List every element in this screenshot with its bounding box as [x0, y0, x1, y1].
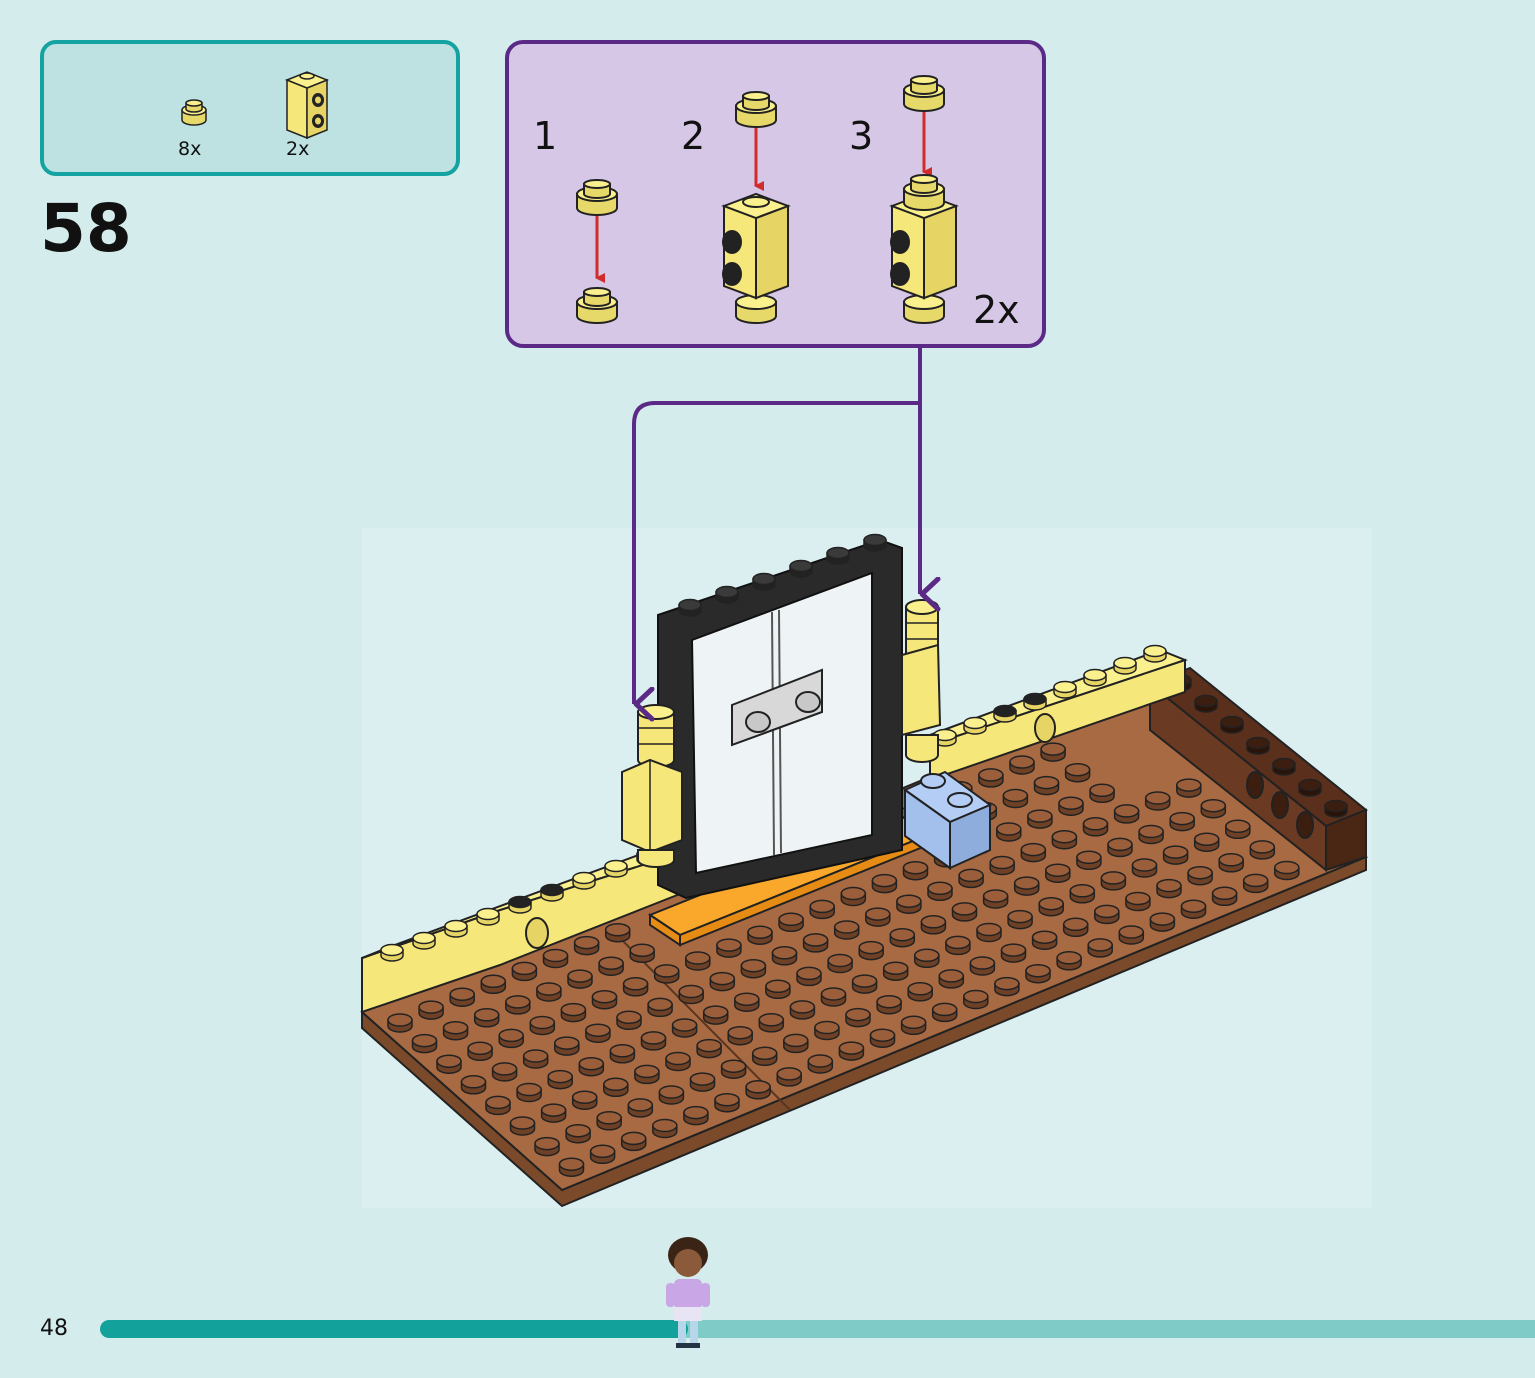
sub-step-1-drawing [576, 179, 618, 324]
sub-step-3-number: 3 [849, 114, 874, 158]
parts-list-box: 8x 2x [40, 40, 460, 176]
page-number: 48 [40, 1316, 68, 1341]
callout-connector-arrows [632, 348, 920, 704]
dark-wall-studs [1168, 673, 1348, 818]
yellow-column-right [901, 599, 942, 763]
door-frame-studs [678, 533, 887, 617]
sub-step-3-drawing [889, 75, 959, 324]
sub-step-2-drawing [721, 91, 791, 324]
progress-bar [100, 1320, 1535, 1338]
side-stud-brick-part-icon [284, 71, 330, 140]
part-quantity-side-stud-brick: 2x [286, 138, 310, 160]
sub-assembly-multiplier: 2x [973, 288, 1020, 332]
yellow-column-left [621, 704, 683, 868]
part-quantity-round-plate: 8x [178, 138, 202, 160]
yellow-wall-left [361, 834, 691, 1014]
step-number: 58 [40, 190, 132, 267]
sub-assembly-illustration [576, 75, 959, 324]
light-blue-brick [902, 770, 993, 870]
door-frame [657, 533, 903, 900]
sub-assembly-box: 1 2 3 2x [505, 40, 1046, 348]
dark-brown-wall [1148, 666, 1368, 873]
round-plate-part-icon [181, 99, 207, 126]
sub-step-1-number: 1 [533, 114, 558, 158]
sub-step-2-number: 2 [681, 114, 706, 158]
minifigure-progress-marker [666, 1237, 711, 1348]
progress-bar-fill [100, 1320, 689, 1338]
parts-illustration [181, 71, 330, 140]
